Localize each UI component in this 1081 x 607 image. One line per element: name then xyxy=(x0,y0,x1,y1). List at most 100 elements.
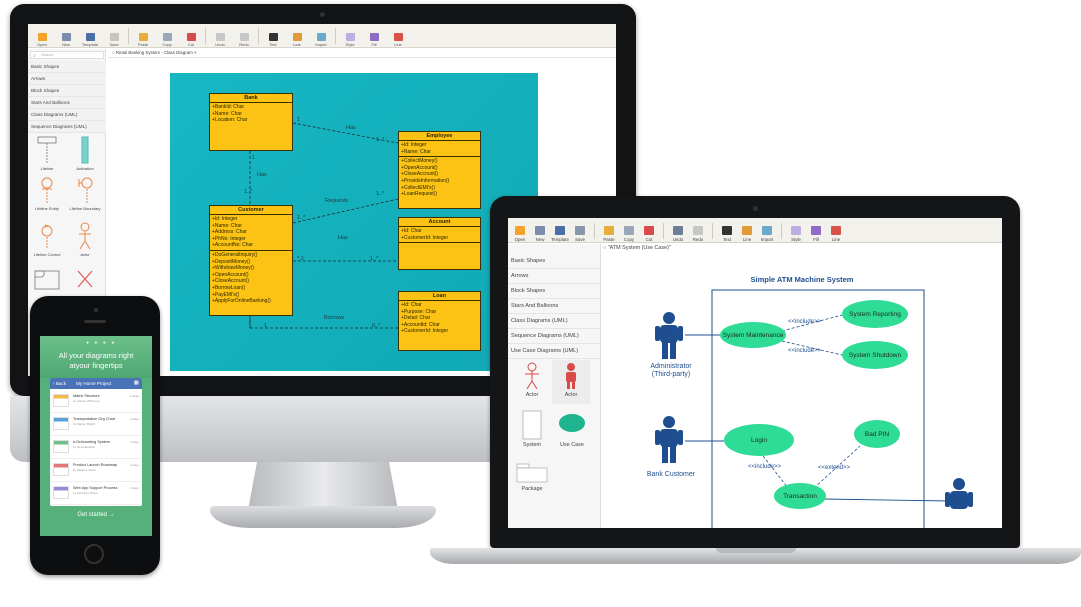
desktop-shape-search[interactable]: ⌕ Search xyxy=(30,51,104,59)
toolbar-cut-button[interactable]: Cut xyxy=(179,25,203,47)
shape-system[interactable]: System xyxy=(512,410,552,454)
usecase-login[interactable]: Login xyxy=(724,424,794,456)
shape-actor-outline[interactable]: Actor xyxy=(512,362,552,402)
bank-customer-actor-icon[interactable] xyxy=(654,415,688,465)
shape-lifeline-entity[interactable]: Lifeline Entity xyxy=(30,175,64,215)
shape-package[interactable]: Package xyxy=(512,462,552,502)
category-arrows[interactable]: Arrows xyxy=(28,73,106,85)
toolbar-undo-button[interactable]: Undo xyxy=(668,219,688,242)
class-member: +DepositMoney() xyxy=(212,258,251,265)
shape-lifeline[interactable]: Lifeline xyxy=(30,135,64,175)
carousel-dots[interactable]: ● ● ● ● xyxy=(86,340,117,346)
category-sequence-diagrams[interactable]: Sequence Diagrams (UML) xyxy=(508,329,601,344)
category-basic-shapes[interactable]: Basic Shapes xyxy=(508,254,601,269)
toolbar-copy-button[interactable]: Copy xyxy=(155,25,179,47)
toolbar-import-button[interactable]: Import xyxy=(309,25,333,47)
toolbar-line-button[interactable]: Line xyxy=(737,219,757,242)
shape-actor-filled[interactable]: Actor xyxy=(552,360,590,404)
category-block-shapes[interactable]: Block Shapes xyxy=(28,85,106,97)
toolbar-line-button[interactable]: Line xyxy=(285,25,309,47)
toolbar-style-button[interactable]: Style xyxy=(338,25,362,47)
tab-class-diagram[interactable]: ○ Retail Banking System - Class Diagram … xyxy=(112,50,197,55)
get-started-button[interactable]: Get started → xyxy=(77,512,115,518)
toolbar-label: Undo xyxy=(215,42,225,47)
toolbar-copy-button[interactable]: Copy xyxy=(619,219,639,242)
toolbar-label: Import xyxy=(315,42,327,47)
lifeline-icon xyxy=(37,136,57,163)
toolbar-fill-button[interactable]: Fill xyxy=(362,25,386,47)
toolbar-save-button[interactable]: Save xyxy=(570,219,590,242)
usecase-system-reporting[interactable]: System Reporting xyxy=(842,300,908,328)
class-member: +WithdrawMoney() xyxy=(212,265,255,272)
class-member: +ApplyForOnlineBanking() xyxy=(212,298,271,305)
toolbar-open-button[interactable]: Open xyxy=(30,25,54,47)
category-class-diagrams[interactable]: Class Diagrams (UML) xyxy=(28,109,106,121)
category-arrows[interactable]: Arrows xyxy=(508,269,601,284)
category-block-shapes[interactable]: Block Shapes xyxy=(508,284,601,299)
shape-label: Actor xyxy=(525,392,539,398)
class-employee[interactable]: Employee +Id: Integer+Name: Char +Collec… xyxy=(398,131,481,209)
class-title: Account xyxy=(399,218,480,227)
class-account[interactable]: Account +Id: Char+CustomerId: Integer xyxy=(398,217,481,270)
toolbar-undo-button[interactable]: Undo xyxy=(208,25,232,47)
toolbar-fill-button[interactable]: Fill xyxy=(806,219,826,242)
diagram-thumbnail-icon xyxy=(53,417,69,430)
category-sequence-diagrams[interactable]: Sequence Diagrams (UML) xyxy=(28,121,106,133)
folder-icon xyxy=(515,226,525,235)
usecase-system-shutdown[interactable]: System Shutdown xyxy=(842,341,908,369)
toolbar-save-button[interactable]: Save xyxy=(102,25,126,47)
administrator-actor-icon[interactable] xyxy=(654,311,688,361)
category-use-case-diagrams[interactable]: Use Case Diagrams (UML) xyxy=(508,344,601,359)
tab-atm-use-case[interactable]: ○ "ATM System (Use Case)" xyxy=(603,245,671,251)
shape-activation[interactable]: Activation xyxy=(68,135,102,175)
phone-project-card: ‹ Back My Home Project ▦ Matrix Structur… xyxy=(50,378,142,506)
class-bank[interactable]: Bank +BankId: Char+Name: Char+Location: … xyxy=(209,93,293,151)
toolbar-template-button[interactable]: Template xyxy=(78,25,102,47)
toolbar-text-button[interactable]: Text xyxy=(261,25,285,47)
shape-actor[interactable]: Actor xyxy=(68,221,102,261)
undo-icon xyxy=(215,33,225,41)
category-stars-balloons[interactable]: Stars And Balloons xyxy=(28,97,106,109)
phone-home-button[interactable] xyxy=(84,544,104,564)
toolbar-line-button[interactable]: Line xyxy=(386,25,410,47)
toolbar-template-button[interactable]: Template xyxy=(550,219,570,242)
class-customer[interactable]: Customer +Id: Integer+Name: Char+Address… xyxy=(209,205,293,316)
grid-icon[interactable]: ▦ xyxy=(133,380,139,386)
bank-actor-icon[interactable] xyxy=(944,477,978,527)
usecase-bad-pin[interactable]: Bad PIN xyxy=(854,420,900,448)
toolbar-redo-button[interactable]: Redo xyxy=(688,219,708,242)
toolbar-open-button[interactable]: Open xyxy=(510,219,530,242)
laptop-canvas[interactable]: Simple ATM Machine System System Mainten… xyxy=(602,255,1002,528)
toolbar-line-button[interactable]: Line xyxy=(826,219,846,242)
class-member: +PhNo: Integer xyxy=(212,235,246,242)
tab-label: Retail Banking System - Class Diagram xyxy=(115,50,193,55)
shape-lifeline-boundary[interactable]: Lifeline Boundary xyxy=(68,175,102,215)
phone-navbar: ‹ Back My Home Project ▦ xyxy=(50,378,142,389)
category-class-diagrams[interactable]: Class Diagrams (UML) xyxy=(508,314,601,329)
toolbar-cut-button[interactable]: Cut xyxy=(639,219,659,242)
toolbar-style-button[interactable]: Style xyxy=(786,219,806,242)
toolbar-paste-button[interactable]: Paste xyxy=(131,25,155,47)
class-loan[interactable]: Loan +Id: Char+Purpose: Char+Detail: Cha… xyxy=(398,291,481,351)
class-diagram: Bank +BankId: Char+Name: Char+Location: … xyxy=(170,73,538,371)
phone-back-button[interactable]: ‹ Back xyxy=(53,381,67,386)
shape-use-case[interactable]: Use Case xyxy=(552,410,592,454)
shape-lifeline-control[interactable]: Lifeline Control xyxy=(30,221,64,261)
toolbar-new-button[interactable]: New xyxy=(54,25,78,47)
toolbar-paste-button[interactable]: Paste xyxy=(599,219,619,242)
toolbar-text-button[interactable]: Text xyxy=(717,219,737,242)
usecase-transaction[interactable]: Transaction xyxy=(774,483,826,509)
toolbar-redo-button[interactable]: Redo xyxy=(232,25,256,47)
toolbar-new-button[interactable]: New xyxy=(530,219,550,242)
toolbar-import-button[interactable]: Import xyxy=(757,219,777,242)
usecase-system-maintenance[interactable]: System Maintenance xyxy=(720,322,786,348)
category-basic-shapes[interactable]: Basic Shapes xyxy=(28,61,106,73)
category-stars-balloons[interactable]: Stars And Balloons xyxy=(508,299,601,314)
